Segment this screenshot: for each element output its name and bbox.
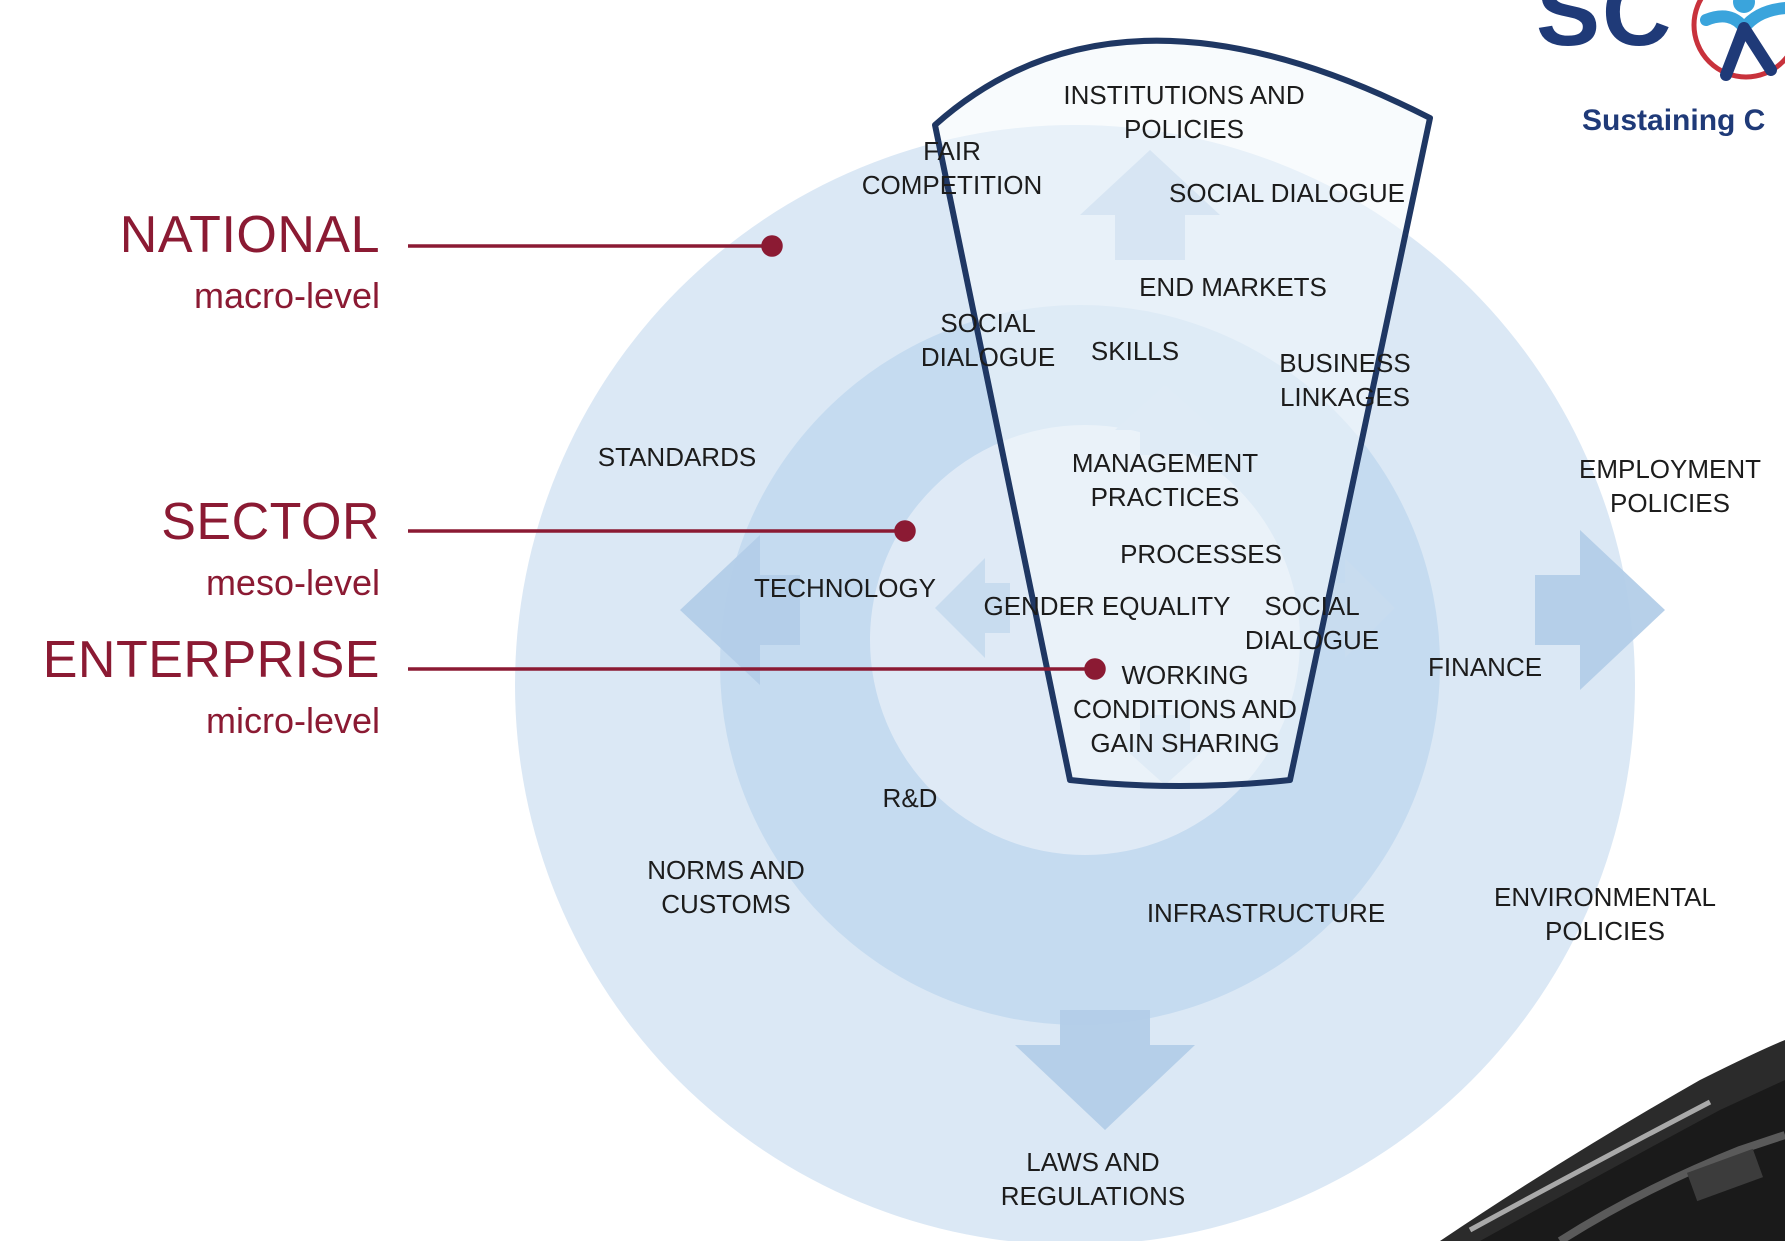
label-finance: FINANCE	[1427, 652, 1543, 682]
arrow-right-inner	[1320, 558, 1395, 658]
arrow-left-outer	[680, 535, 800, 685]
label-standards: STANDARDS	[597, 442, 757, 472]
logo-figure-icon	[1691, 0, 1785, 81]
level-title-national: NATIONAL	[119, 206, 380, 264]
logo-tagline: Sustaining C	[1582, 104, 1766, 137]
label-laws-and-regulations: LAWS AND REGULATIONS	[1000, 1147, 1186, 1211]
label-r-and-d: R&D	[882, 783, 938, 813]
value-chain-funnel	[932, 37, 1433, 789]
level-subtitle-enterprise: micro-level	[205, 700, 380, 741]
label-institutions-and-policies: INSTITUTIONS AND POLICIES	[1063, 80, 1305, 144]
level-enterprise: ENTERPRISE micro-level	[0, 630, 380, 750]
photo-fragment	[1440, 1040, 1785, 1241]
label-environmental-policies: ENVIRONMENTAL POLICIES	[1494, 882, 1716, 946]
label-norms-and-customs: NORMS AND CUSTOMS	[647, 855, 805, 919]
enterprise-leader-dot	[1084, 658, 1106, 680]
label-skills: SKILLS	[1090, 336, 1180, 366]
logo-letters: SC	[1536, 0, 1674, 66]
label-technology: TECHNOLOGY	[753, 573, 937, 603]
national-leader-dot	[761, 235, 783, 257]
level-title-enterprise: ENTERPRISE	[42, 631, 380, 689]
label-processes: PROCESSES	[1120, 539, 1282, 569]
label-working-conditions: WORKING CONDITIONS AND GAIN SHARING	[1073, 660, 1297, 758]
level-title-sector: SECTOR	[161, 493, 380, 551]
label-social-dialogue-left: SOCIAL DIALOGUE	[920, 308, 1056, 372]
label-end-markets: END MARKETS	[1139, 272, 1327, 302]
label-gender-equality: GENDER EQUALITY	[983, 591, 1231, 621]
level-sector: SECTOR meso-level	[0, 492, 380, 612]
label-fair-competition: FAIR COMPETITION	[861, 136, 1043, 200]
label-business-linkages: BUSINESS LINKAGES	[1279, 348, 1411, 412]
label-infrastructure: INFRASTRUCTURE	[1146, 898, 1386, 928]
arrow-right-outer	[1535, 530, 1665, 690]
sector-leader-dot	[894, 520, 916, 542]
sustaining-logo: SC Sustaining C	[1524, 0, 1785, 150]
arrow-down-outer	[1015, 1010, 1195, 1130]
arrow-left-inner	[935, 558, 1010, 658]
label-social-dialogue-inner: SOCIAL DIALOGUE	[1244, 591, 1380, 655]
level-subtitle-national: macro-level	[193, 275, 380, 316]
level-leader-lines	[408, 235, 1106, 680]
level-subtitle-sector: meso-level	[205, 562, 380, 603]
label-management-practices: MANAGEMENT PRACTICES	[1071, 448, 1259, 512]
label-employment-policies: EMPLOYMENT POLICIES	[1578, 454, 1762, 518]
label-social-dialogue-top: SOCIAL DIALOGUE	[1169, 178, 1405, 208]
level-national: NATIONAL macro-level	[0, 205, 380, 325]
